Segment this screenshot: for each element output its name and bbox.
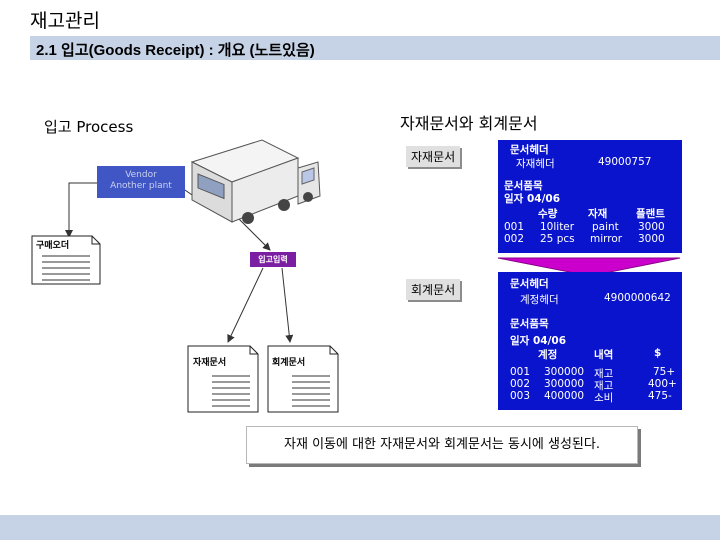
accounting-row-no: 001 — [510, 366, 531, 378]
accounting-row-amount: 75+ — [653, 366, 676, 378]
goods-receipt-box: 입고입력 — [250, 252, 296, 267]
truck-to-receipt-line — [234, 214, 271, 251]
accounting-row-no: 003 — [510, 390, 531, 402]
accounting-doc-header-label: 계정헤더 — [520, 294, 559, 306]
another-plant-label: Another plant — [110, 181, 172, 191]
material-doc-number: 49000757 — [598, 156, 652, 168]
material-doc-header-title: 문서헤더 — [510, 144, 549, 156]
process-title: 입고 Process — [44, 118, 134, 136]
material-row-material: paint — [592, 221, 619, 233]
accounting-doc-panel: 문서헤더 계정헤더 4900000642 문서품목 일자 04/06 계정 내역… — [498, 272, 682, 410]
accounting-row-amount: 400+ — [648, 378, 677, 390]
accounting-row-account: 400000 — [544, 390, 585, 402]
accounting-row-desc: 소비 — [594, 392, 614, 404]
accounting-row-amount: 475- — [648, 390, 672, 402]
purchase-order-label: 구매오더 — [36, 241, 70, 251]
documents-title: 자재문서와 회계문서 — [400, 114, 538, 133]
accounting-doc-col-amount: $ — [654, 347, 662, 359]
footer-band — [0, 515, 720, 540]
note-box: 자재 이동에 대한 자재문서와 회계문서는 동시에 생성된다. — [246, 426, 638, 464]
accounting-doc-tag: 회계문서 — [406, 279, 461, 300]
material-doc-tag: 자재문서 — [406, 146, 461, 167]
accounting-row-account: 300000 — [544, 378, 585, 390]
material-row-no: 001 — [504, 221, 525, 233]
material-row-material: mirror — [590, 233, 623, 245]
accounting-doc-date: 일자 04/06 — [510, 335, 567, 347]
vendor-to-receipt-line — [65, 182, 97, 238]
material-doc-col-qty: 수량 — [538, 208, 558, 220]
material-doc-col-material: 자재 — [588, 208, 608, 220]
accounting-document-paper — [267, 345, 339, 413]
vendor-label: Vendor — [125, 170, 157, 180]
subtitle-band — [30, 36, 720, 60]
accounting-row-desc: 재고 — [594, 368, 614, 380]
material-row-qty: 25 pcs — [540, 233, 575, 245]
vendor-box: Vendor Another plant — [97, 166, 185, 198]
material-row-plant: 3000 — [638, 221, 665, 233]
page-subtitle: 2.1 입고(Goods Receipt) : 개요 (노트있음) — [36, 42, 315, 59]
material-document-label: 자재문서 — [193, 358, 227, 368]
accounting-doc-col-account: 계정 — [538, 349, 558, 361]
down-arrow — [497, 257, 681, 277]
material-doc-date: 일자 04/06 — [504, 193, 561, 205]
material-row-qty: 10liter — [540, 221, 575, 233]
purchase-order-document — [31, 235, 101, 285]
receipt-to-accounting-doc-line — [281, 267, 294, 343]
accounting-doc-col-desc: 내역 — [594, 349, 614, 361]
material-document-paper — [187, 345, 259, 413]
truck-icon — [190, 139, 321, 224]
material-doc-header-label: 자재헤더 — [516, 158, 555, 170]
accounting-doc-number: 4900000642 — [604, 292, 671, 304]
receipt-to-material-doc-line — [227, 267, 264, 343]
material-doc-items-title: 문서품목 — [504, 180, 543, 192]
material-row-plant: 3000 — [638, 233, 665, 245]
accounting-row-no: 002 — [510, 378, 531, 390]
material-doc-panel: 문서헤더 자재헤더 49000757 문서품목 일자 04/06 수량 자재 플… — [498, 140, 682, 253]
page-title: 재고관리 — [30, 10, 100, 32]
material-doc-col-plant: 플랜트 — [636, 208, 665, 220]
accounting-doc-items-title: 문서품목 — [510, 318, 549, 330]
accounting-document-label: 회계문서 — [272, 358, 306, 368]
accounting-row-desc: 재고 — [594, 380, 614, 392]
accounting-doc-header-title: 문서헤더 — [510, 278, 549, 290]
accounting-row-account: 300000 — [544, 366, 585, 378]
material-row-no: 002 — [504, 233, 525, 245]
